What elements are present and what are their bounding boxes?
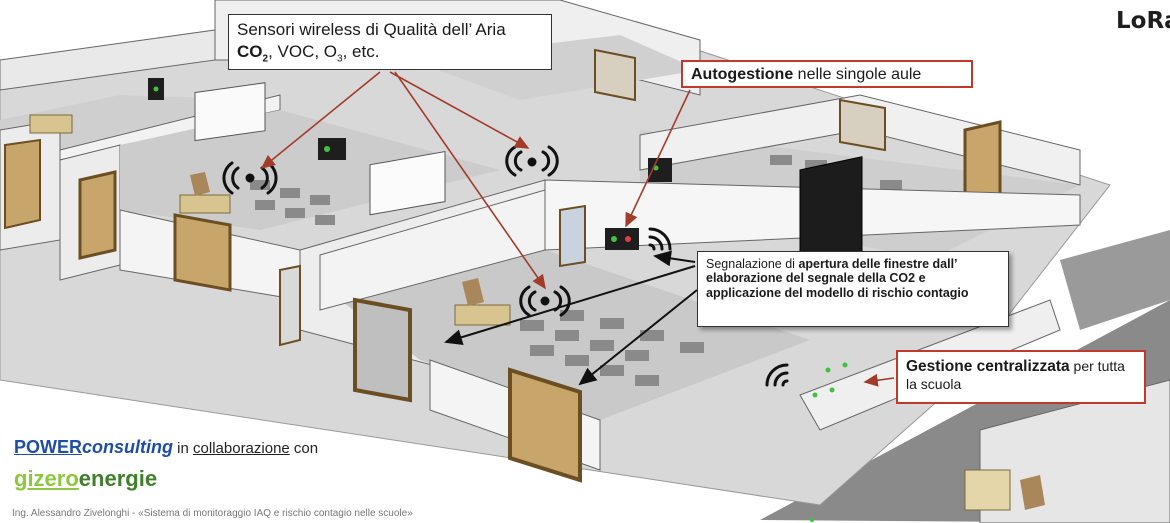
room2-window — [78, 170, 117, 260]
desk — [29, 114, 73, 134]
whiteboard — [194, 82, 266, 142]
room4-door — [559, 204, 586, 268]
chair — [190, 172, 210, 196]
room2-front-window — [173, 213, 232, 292]
central-management-callout: Gestione centralizzata per tutta la scuo… — [896, 350, 1146, 404]
self-management-callout: Autogestione nelle singole aule — [681, 60, 973, 88]
top-room-floor — [410, 35, 700, 100]
sensors-callout: Sensori wireless di Qualità dell’ Aria C… — [228, 14, 552, 70]
room3-whiteboard — [369, 150, 446, 216]
gizeroenergie-logo: gizeroenergie — [14, 466, 158, 491]
room4-side-window — [963, 120, 1002, 205]
autogestione-arrow — [625, 89, 691, 228]
outdoor-right — [1060, 230, 1170, 330]
aula-display-panel — [605, 228, 639, 250]
room4-back-wall — [639, 94, 1081, 186]
central-panel-leds — [810, 362, 848, 522]
corridor-door — [279, 264, 301, 347]
room4-window — [839, 98, 886, 152]
power-consulting-credit: POWERconsulting in collaborazione con — [14, 437, 319, 457]
room3-desks — [520, 310, 704, 386]
room3-window-left — [353, 297, 412, 403]
display-panel-3 — [148, 78, 164, 100]
wifi-signal-icon — [222, 145, 789, 387]
sensor-arrows — [260, 71, 546, 290]
room3-front-window — [508, 367, 582, 483]
footer-caption: Ing. Alessandro Zivelonghi - «Sistema di… — [12, 508, 413, 519]
central-arrow — [863, 373, 895, 387]
window-opening-callout: Segnalazione di apertura delle finestre … — [697, 251, 1009, 327]
display-panel-2 — [318, 138, 346, 160]
top-room-window — [594, 48, 636, 102]
room1-window — [4, 138, 41, 230]
signal-arrows — [444, 250, 698, 386]
lora-logo: LoRa® — [1116, 8, 1170, 34]
teacher-desk — [179, 194, 231, 214]
